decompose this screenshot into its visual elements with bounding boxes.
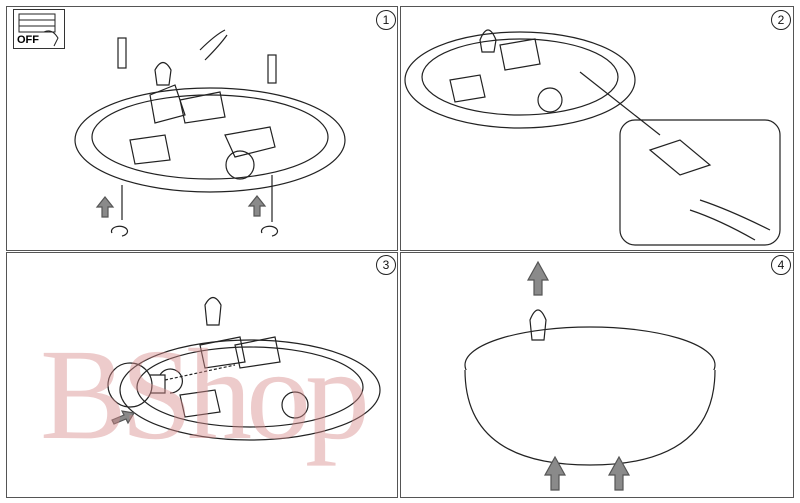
fixture-step4: [464, 309, 716, 466]
bulb-step3: [107, 362, 166, 408]
fixture-base-step2: [404, 29, 636, 129]
step-number-4: 4: [771, 255, 791, 275]
step-number-1: 1: [376, 10, 396, 30]
up-arrows-step1: [95, 195, 267, 218]
arrows-step4: [526, 260, 631, 491]
off-label: OFF: [17, 34, 39, 46]
step-3-panel: [6, 252, 398, 498]
power-off-icon: OFF: [13, 9, 65, 49]
screws-step1: [117, 29, 277, 222]
step-number-2: 2: [771, 10, 791, 30]
fixture-base-step3: [119, 296, 381, 441]
fixture-base-step1: [74, 61, 346, 193]
connector-detail-callout: [619, 119, 781, 246]
rotate-arrow: [159, 368, 183, 394]
step-1-panel: [6, 6, 398, 251]
insert-arrow: [111, 410, 135, 425]
step-number-3: 3: [376, 255, 396, 275]
